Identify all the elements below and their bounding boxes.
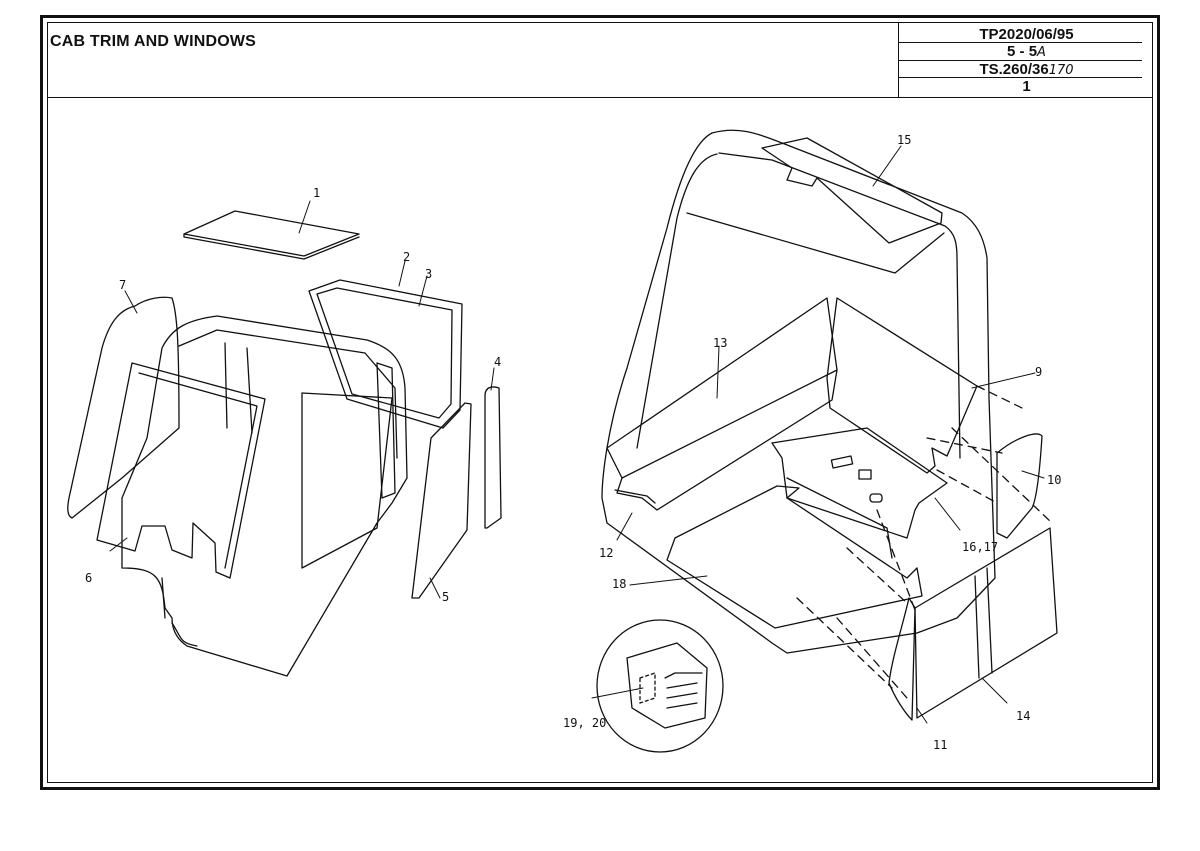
page-title: CAB TRIM AND WINDOWS [50, 33, 257, 50]
callout-14: 14 [1016, 709, 1030, 723]
page-number: 1 [1022, 78, 1031, 95]
section-value: 5 - 5 [1007, 43, 1038, 60]
cab-shell [601, 129, 996, 654]
ref-code: TP2020/06/95 [979, 26, 1074, 43]
roof-panel [183, 210, 360, 257]
door-seal [316, 287, 453, 419]
callout-16-17: 16,17 [962, 540, 998, 554]
side-glass [411, 402, 472, 599]
callout-3: 3 [425, 267, 432, 281]
callout-12: 12 [599, 546, 613, 560]
side-lower-panel [914, 527, 1058, 719]
cab-frame [121, 315, 408, 677]
callout-numbers: 1 2 3 4 5 6 7 9 10 11 12 13 14 15 16,17 … [85, 133, 1061, 752]
title-bar [47, 22, 1153, 98]
callout-10: 10 [1047, 473, 1061, 487]
headlining [761, 137, 943, 244]
ref-divider [899, 77, 1142, 78]
windscreen [96, 362, 266, 579]
section-number: 5 - 5A [899, 43, 1154, 61]
section-handwritten: A [1037, 45, 1046, 60]
detail-inset [596, 619, 724, 753]
door-glass [308, 279, 463, 429]
console-cover [771, 427, 948, 539]
heater-unit [626, 642, 708, 729]
right-trim-assembly [596, 129, 1058, 753]
callout-1: 1 [313, 186, 320, 200]
model-handwritten: 170 [1048, 63, 1074, 78]
callout-6: 6 [85, 571, 92, 585]
callout-18: 18 [612, 577, 626, 591]
model-number: TS.260/36170 [899, 61, 1154, 79]
callout-2: 2 [403, 250, 410, 264]
callout-11: 11 [933, 738, 947, 752]
side-trim-panel [826, 297, 978, 474]
trim-strip [888, 597, 916, 721]
callout-13: 13 [713, 336, 727, 350]
ref-divider [899, 42, 1142, 43]
callout-5: 5 [442, 590, 449, 604]
callout-15: 15 [897, 133, 911, 147]
floor-mat [666, 485, 923, 629]
callout-7: 7 [119, 278, 126, 292]
rear-quarter-glass [484, 386, 502, 529]
exploded-parts-diagram: 1 2 3 4 5 6 7 9 10 11 12 13 14 15 16,17 … [67, 129, 1061, 753]
outer-frame [40, 15, 1160, 790]
rear-lower-panel [996, 433, 1043, 539]
rear-glass [67, 296, 180, 519]
reference-box: TP2020/06/95 5 - 5A TS.260/36170 1 [898, 22, 1153, 98]
callout-9: 9 [1035, 365, 1042, 379]
callout-19-20: 19, 20 [563, 716, 606, 730]
rear-trim-panel [606, 297, 838, 479]
ref-divider [899, 60, 1142, 61]
callout-4: 4 [494, 355, 501, 369]
assembly-lines [796, 385, 1053, 699]
left-cab-assembly [67, 210, 502, 677]
model-value: TS.260/36 [979, 61, 1049, 78]
inner-frame [47, 22, 1153, 783]
callout-leaders [109, 145, 1045, 724]
